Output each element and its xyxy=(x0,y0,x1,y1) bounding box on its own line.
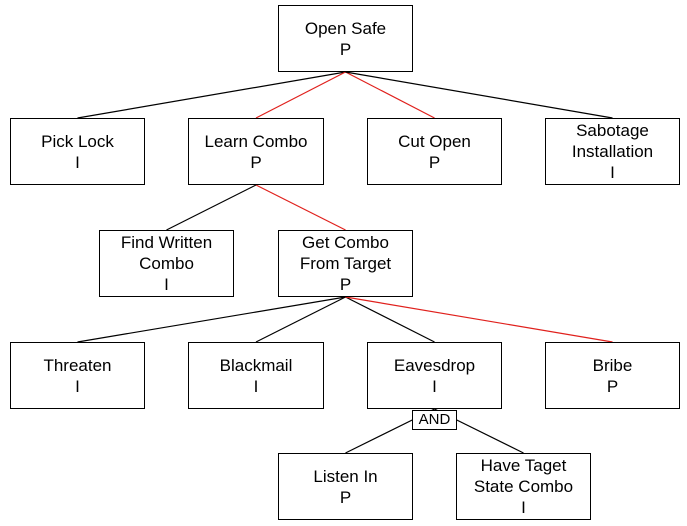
node-find-written-combo: Find Written Combo I xyxy=(99,230,234,297)
edge-get_combo-to-eavesdrop xyxy=(345,296,435,343)
node-threaten: Threaten I xyxy=(10,342,145,409)
node-label: Pick Lock xyxy=(41,131,114,151)
node-status: I xyxy=(253,376,259,396)
node-status: I xyxy=(521,498,526,517)
edge-open_safe-to-pick_lock xyxy=(77,71,346,119)
node-status: P xyxy=(606,376,619,396)
node-label: Learn Combo xyxy=(204,131,308,151)
node-status: P xyxy=(250,152,262,172)
node-label-line1: Find Written xyxy=(120,233,213,252)
node-label-line2: Installation xyxy=(571,142,654,161)
node-pick-lock: Pick Lock I xyxy=(10,118,145,185)
node-status: I xyxy=(610,163,615,182)
edge-open_safe-to-cut_open xyxy=(345,71,435,119)
node-label-line2: From Target xyxy=(299,254,392,273)
edge-learn_combo-to-get_combo xyxy=(255,184,346,231)
node-status: I xyxy=(164,275,169,294)
node-label: Cut Open xyxy=(398,131,471,151)
node-status: I xyxy=(75,376,80,396)
node-have-target-state-combo: Have Taget State Combo I xyxy=(456,453,591,520)
edge-get_combo-to-bribe xyxy=(345,296,613,343)
node-status: P xyxy=(339,39,352,59)
node-bribe: Bribe P xyxy=(545,342,680,409)
node-sabotage-installation: Sabotage Installation I xyxy=(545,118,680,185)
node-status: I xyxy=(75,152,80,172)
edge-get_combo-to-blackmail xyxy=(255,296,346,343)
node-label: Open Safe xyxy=(304,18,387,38)
node-listen-in: Listen In P xyxy=(278,453,413,520)
node-eavesdrop: Eavesdrop I xyxy=(367,342,502,409)
edge-open_safe-to-sabotage xyxy=(345,71,613,119)
node-cut-open: Cut Open P xyxy=(367,118,502,185)
node-label-line1: Sabotage xyxy=(576,121,649,140)
node-label: Listen In xyxy=(313,466,378,486)
node-status: P xyxy=(339,487,352,507)
edge-learn_combo-to-find_written xyxy=(166,184,257,231)
node-blackmail: Blackmail I xyxy=(188,342,324,409)
node-label-line2: Combo xyxy=(139,254,194,273)
node-label: Blackmail xyxy=(219,355,293,375)
node-label: Threaten xyxy=(43,355,112,375)
node-status: P xyxy=(339,275,352,294)
node-label-line2: State Combo xyxy=(473,477,574,496)
node-status: P xyxy=(428,152,441,172)
node-get-combo-from-target: Get Combo From Target P xyxy=(278,230,413,297)
node-status: I xyxy=(432,376,437,396)
node-label-line1: Get Combo xyxy=(302,233,389,252)
and-gate-label: AND xyxy=(412,410,457,430)
node-label-line1: Have Taget xyxy=(480,456,567,475)
node-label: Bribe xyxy=(592,355,633,375)
node-label: Eavesdrop xyxy=(393,355,476,375)
edge-get_combo-to-threaten xyxy=(77,296,346,343)
node-learn-combo: Learn Combo P xyxy=(188,118,324,185)
node-open-safe: Open Safe P xyxy=(278,5,413,72)
edge-open_safe-to-learn_combo xyxy=(255,71,346,119)
